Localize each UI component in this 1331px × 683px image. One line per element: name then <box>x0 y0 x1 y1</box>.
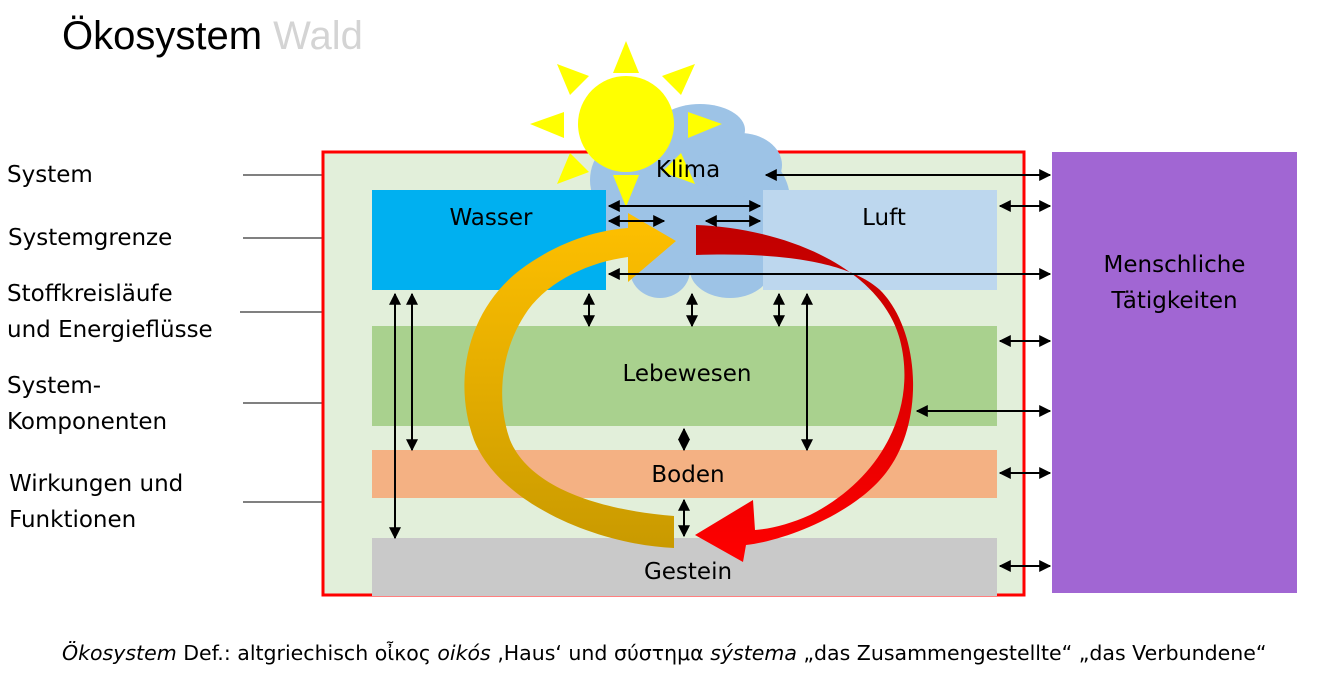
label-wirk-line1: Wirkungen und <box>9 471 184 497</box>
klima-label: Klima <box>655 157 721 183</box>
footer-haus: ‚Haus‘ und σύστημα <box>490 641 711 665</box>
gestein-box <box>372 538 997 596</box>
luft-label: Luft <box>862 205 906 231</box>
connector-arrows <box>389 169 1052 572</box>
title-main: Ökosystem <box>62 14 263 58</box>
label-komp-line2: Komponenten <box>7 409 168 435</box>
mensch-line2: Tätigkeiten <box>1111 288 1238 314</box>
title-secondary: Wald <box>273 14 363 58</box>
footer-systema: sýstema <box>710 641 797 665</box>
lebewesen-label: Lebewesen <box>622 361 752 387</box>
label-stoff-line1: Stoffkreisläufe <box>7 281 173 307</box>
cycle-arrow-orange <box>464 213 676 548</box>
cycle-arrow-red <box>695 225 914 562</box>
footer-rest: „das Zusammengestellte“ „das Verbundene“ <box>796 641 1267 665</box>
label-systemgrenze: Systemgrenze <box>8 225 173 251</box>
label-system: System <box>7 162 93 188</box>
label-stoffkreislaeufe: Stoffkreisläufe und Energieflüsse <box>7 276 213 348</box>
definition-footer: Ökosystem Def.: altgriechisch οἶκος oikó… <box>62 641 1266 665</box>
mensch-line1: Menschliche <box>1103 252 1246 278</box>
label-wirkungen: Wirkungen und Funktionen <box>9 466 183 538</box>
page-title: Ökosystem Wald <box>62 12 363 60</box>
footer-term: Ökosystem <box>62 641 177 665</box>
footer-oikos: oikós <box>437 641 491 665</box>
footer-def: Def.: altgriechisch οἶκος <box>176 641 438 665</box>
wasser-label: Wasser <box>449 205 533 231</box>
gestein-label: Gestein <box>643 559 733 585</box>
mensch-box <box>1052 152 1297 593</box>
boden-label: Boden <box>651 462 725 488</box>
sun-icon <box>530 41 722 207</box>
mensch-label: Menschliche Tätigkeiten <box>1052 247 1297 319</box>
label-komp-line1: System- <box>7 373 102 399</box>
label-komponenten: System- Komponenten <box>7 368 167 440</box>
label-stoff-line2: und Energieflüsse <box>7 317 213 343</box>
label-wirk-line2: Funktionen <box>9 507 137 533</box>
